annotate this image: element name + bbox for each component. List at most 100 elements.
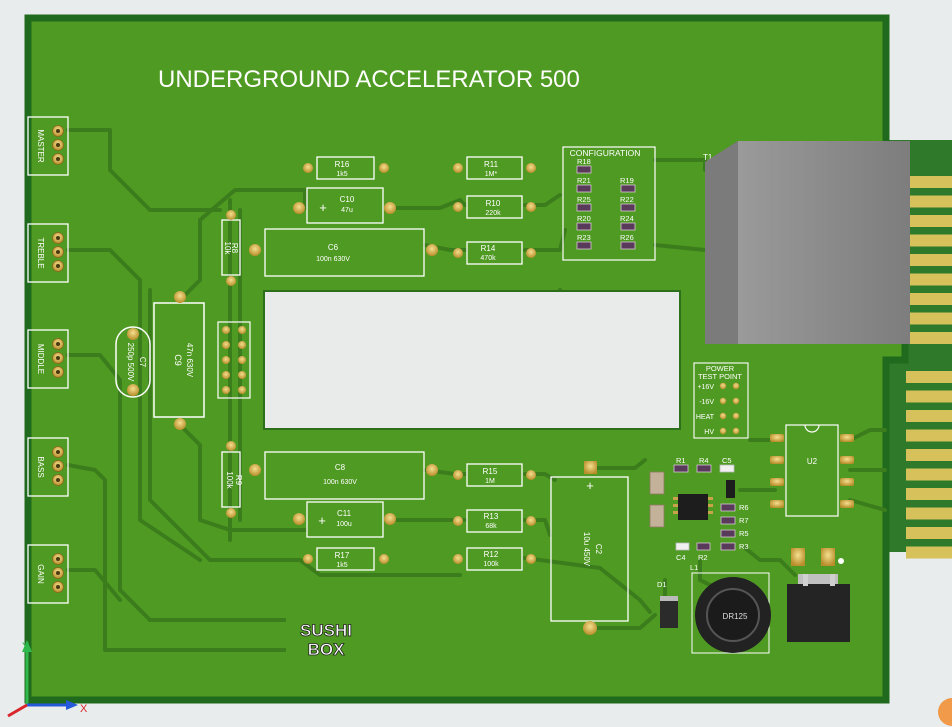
r8-value: 10k <box>223 242 232 256</box>
tube-window <box>263 290 681 430</box>
smd-resistor <box>576 184 592 193</box>
c11-value: 100u <box>336 521 352 528</box>
r17-label: R17 <box>335 551 350 560</box>
resistor-r12: R12 100k <box>453 547 536 571</box>
capacitor-c7: C7 250p 500V <box>115 326 151 398</box>
capacitor-c6: C6 100n 630V <box>249 228 438 277</box>
resistor-r10: R10 220k <box>453 195 536 219</box>
edge-finger <box>906 215 952 227</box>
test-pad[interactable] <box>719 412 727 420</box>
connector-gain: GAIN <box>27 544 69 604</box>
c4-label: C4 <box>676 553 686 562</box>
edge-finger <box>906 254 952 266</box>
capacitor-c9: C9 47n 630V <box>153 291 205 430</box>
r8-label: R8 <box>230 243 239 254</box>
c10-value: 47u <box>341 207 353 214</box>
edge-finger <box>906 488 952 500</box>
ptp-label: +16V <box>697 384 714 391</box>
regulator <box>787 548 850 642</box>
smd-resistor <box>620 184 636 193</box>
resistor-r8: R8 10k <box>221 210 241 286</box>
r12-label: R12 <box>484 550 499 559</box>
ptp-label: HEAT <box>696 414 715 421</box>
logo-line2: BOX <box>308 640 346 659</box>
connector-label: MIDDLE <box>36 344 45 374</box>
c2-value: 10u 450V <box>582 532 591 567</box>
edge-finger <box>906 332 952 344</box>
smd-resistor <box>620 222 636 231</box>
inductor-l1: DR125 <box>691 572 771 654</box>
test-pad[interactable] <box>732 382 740 390</box>
c2-label: C2 <box>594 544 603 555</box>
r4-label: R4 <box>699 456 709 465</box>
r11-value: 1M* <box>485 171 498 178</box>
u2-label: U2 <box>807 457 818 466</box>
smd-resistor <box>576 222 592 231</box>
r14-value: 470k <box>480 255 496 262</box>
test-pad[interactable] <box>719 397 727 405</box>
test-pad[interactable] <box>719 427 727 435</box>
edge-finger <box>906 312 952 325</box>
axis-y-label: Y <box>22 641 30 653</box>
config-ref: R24 <box>620 214 634 223</box>
test-pad[interactable] <box>732 397 740 405</box>
r9-value: 100k <box>225 471 234 489</box>
r7-label: R7 <box>739 516 749 525</box>
resistor-r13: R13 68k <box>453 509 536 533</box>
c10-label: C10 <box>340 195 355 204</box>
c11-label: C11 <box>337 509 352 518</box>
edge-finger <box>906 234 952 247</box>
svg-text:+: + <box>586 478 594 493</box>
r1-label: R1 <box>676 456 686 465</box>
connector-middle: MIDDLE <box>27 329 69 389</box>
board-title: UNDERGROUND ACCELERATOR 500 <box>158 66 580 93</box>
edge-finger <box>906 293 952 305</box>
config-ref: R25 <box>577 195 591 204</box>
r12-value: 100k <box>483 561 499 568</box>
edge-finger <box>906 410 952 422</box>
ptp-label: -16V <box>699 399 714 406</box>
r16-label: R16 <box>335 160 350 169</box>
connector-master: MASTER <box>27 116 69 176</box>
tube-socket-pins <box>217 321 251 399</box>
r2-label: R2 <box>698 553 708 562</box>
edge-finger <box>906 390 952 403</box>
configuration-title: CONFIGURATION <box>570 148 641 158</box>
resistor-r14: R14 470k <box>453 241 536 265</box>
c8-label: C8 <box>335 463 346 472</box>
axis-gizmo: Y X <box>7 640 88 718</box>
r9-label: R9 <box>234 475 243 486</box>
config-ref: R18 <box>577 157 591 166</box>
r17-value: 1k5 <box>336 562 347 569</box>
c9-label: C9 <box>173 354 183 366</box>
capacitor-c8: C8 100n 630V <box>249 451 438 500</box>
resistor-r17: R17 1k5 <box>303 547 389 571</box>
smd-resistor <box>576 203 592 212</box>
ic-u2: U2 <box>770 424 854 517</box>
test-pad[interactable] <box>732 412 740 420</box>
r13-value: 68k <box>485 523 497 530</box>
smd-resistor <box>576 241 592 250</box>
edge-finger <box>906 176 952 188</box>
transformer-t1: T1 <box>703 141 910 344</box>
smd-resistor <box>620 241 636 250</box>
test-pad[interactable] <box>719 382 727 390</box>
ptp-title-2: TEST POINT <box>698 372 742 381</box>
inductor-label: DR125 <box>723 612 748 621</box>
edge-finger <box>906 429 952 442</box>
capacitor-c11: + C11 100u <box>293 501 396 538</box>
capacitor-c10: + C10 47u <box>293 187 396 224</box>
r15-label: R15 <box>483 467 498 476</box>
smd-section: R1 R4 C5 R6 R7 R5 R3 C4 R2 L1 D1 <box>649 456 749 628</box>
t1-label: T1 <box>703 153 713 162</box>
connector-bass: BASS <box>27 437 69 497</box>
config-ref: R26 <box>620 233 634 242</box>
axis-x-label: X <box>80 703 88 715</box>
r3-label: R3 <box>739 542 749 551</box>
corner-badge[interactable] <box>938 698 952 726</box>
test-pad[interactable] <box>732 427 740 435</box>
edge-finger <box>906 449 952 461</box>
